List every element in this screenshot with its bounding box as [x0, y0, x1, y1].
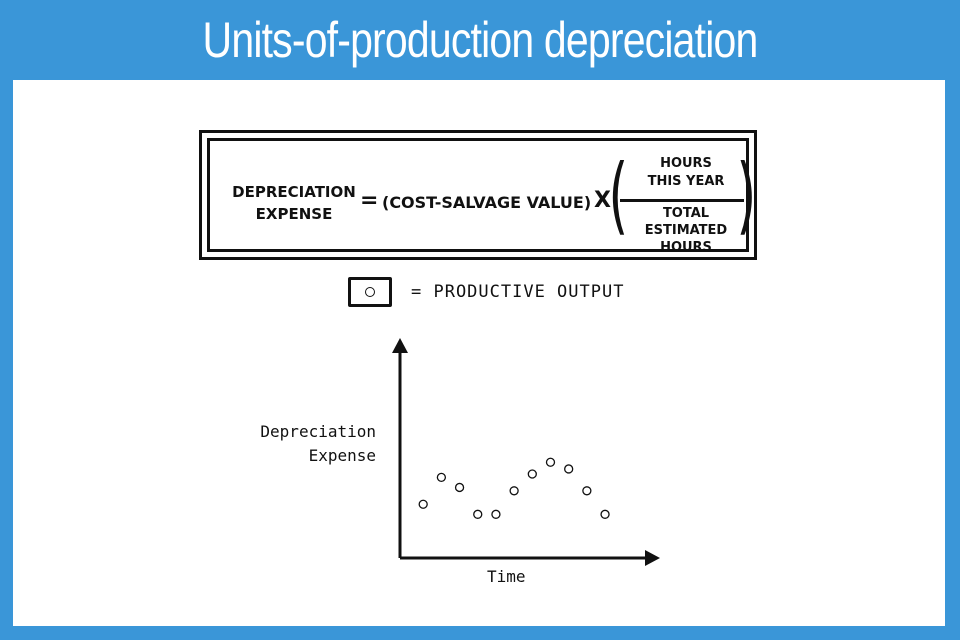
scatter-point-3	[454, 482, 465, 493]
chart-x-axis-label: Time	[487, 567, 526, 586]
x-axis-arrow-icon	[645, 550, 660, 566]
scatter-point-9	[564, 464, 574, 474]
formula-lhs: DEPRECIATION EXPENSE	[224, 181, 364, 225]
scatter-point-4	[473, 509, 483, 519]
denominator-line2: ESTIMATED	[644, 223, 728, 238]
scatter-point-8	[545, 457, 556, 467]
chart-axes	[392, 338, 660, 566]
chart-y-axis-label: Depreciation Expense	[223, 420, 376, 468]
formula-box: DEPRECIATION EXPENSE = (COST-SALVAGE VAL…	[199, 130, 757, 260]
content-panel: DEPRECIATION EXPENSE = (COST-SALVAGE VAL…	[13, 80, 945, 626]
right-parenthesis: )	[736, 146, 757, 244]
page-title: Units-of-production depreciation	[202, 12, 759, 68]
numerator-line1: HOURS	[660, 156, 712, 171]
fraction-bar	[620, 199, 744, 202]
formula-inner-frame: DEPRECIATION EXPENSE = (COST-SALVAGE VAL…	[207, 138, 756, 255]
formula-middle: (COST-SALVAGE VALUE)	[382, 193, 592, 212]
scatter-chart	[392, 338, 660, 566]
scatter-point-6	[509, 486, 519, 496]
formula-times: X	[594, 188, 611, 213]
formula-lhs-line2: EXPENSE	[255, 205, 333, 223]
y-axis-arrow-icon	[392, 338, 408, 353]
denominator-line3: HOURS	[660, 240, 712, 255]
legend-label: = PRODUCTIVE OUTPUT	[411, 282, 625, 302]
scatter-point-7	[527, 469, 537, 479]
scatter-point-10	[582, 486, 592, 496]
scatter-point-11	[600, 509, 610, 519]
legend-symbol-box	[348, 277, 392, 307]
scatter-points	[418, 457, 610, 519]
numerator-line2: THIS YEAR	[647, 174, 725, 189]
formula-equals: =	[360, 188, 379, 213]
scatter-point-1	[418, 499, 428, 509]
y-label-line2: Expense	[308, 446, 376, 465]
scatter-point-5	[491, 509, 501, 519]
left-parenthesis: (	[608, 146, 629, 244]
scatter-point-2	[436, 472, 447, 483]
denominator-line1: TOTAL	[662, 206, 710, 221]
formula-numerator: HOURS THIS YEAR	[626, 155, 746, 191]
legend-circle-icon	[365, 287, 375, 297]
formula-denominator: TOTAL ESTIMATED HOURS	[626, 205, 746, 256]
y-label-line1: Depreciation	[260, 422, 376, 441]
formula-lhs-line1: DEPRECIATION	[232, 183, 356, 201]
